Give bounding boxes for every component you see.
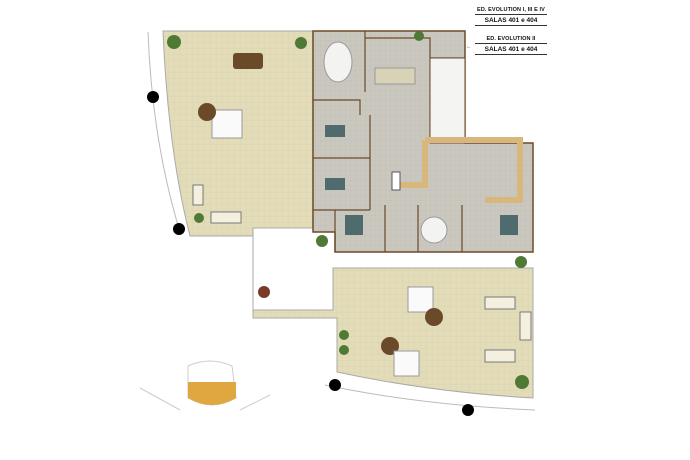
slab-edge-bottom [324,384,536,411]
arrow-icon: ← [466,44,472,50]
slab-edge-left [147,31,181,233]
location-key [139,360,271,411]
terrace-left [162,30,534,399]
meeting-table [323,41,353,83]
legend-building-1: ED. EVOLUTION I, III E IV SALAS 401 e 40… [475,7,547,26]
workstations [395,137,523,203]
legend-title: ED. EVOLUTION I, III E IV [475,7,547,15]
legend-building-2: ED. EVOLUTION II SALAS 401 e 404 [475,36,547,55]
legend-title: ED. EVOLUTION II [475,36,547,44]
legend-rooms: SALAS 401 e 404 [475,15,547,26]
legend-rooms: SALAS 401 e 404 [475,44,547,55]
bathrooms [429,57,466,144]
columns [147,91,474,416]
office-desks [325,67,518,235]
umbrella [211,109,243,139]
round-table [420,216,448,244]
cabinet [391,171,401,191]
terrace-furniture [192,53,532,377]
plants [167,31,529,389]
